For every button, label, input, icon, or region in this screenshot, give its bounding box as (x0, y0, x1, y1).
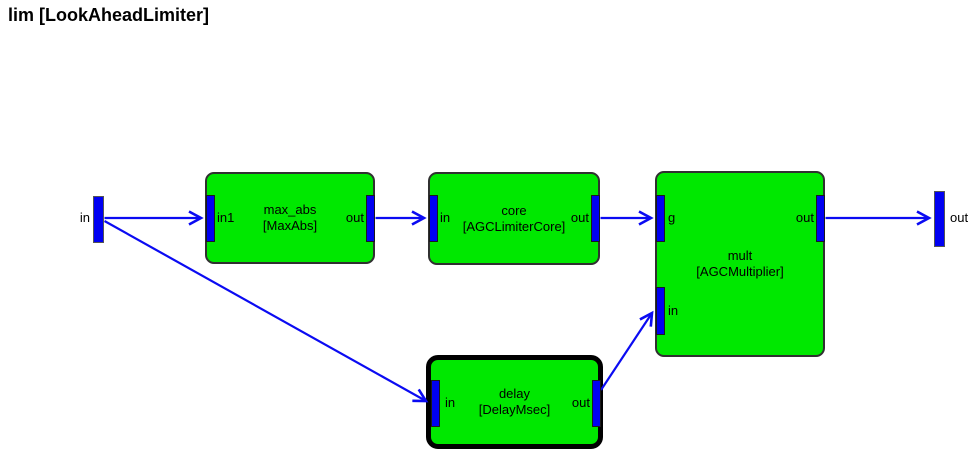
block-max_abs-name: max_abs (263, 202, 317, 217)
block-core-name: core (501, 202, 527, 218)
port-max_abs-in1[interactable] (206, 195, 215, 242)
port-max_abs-out-label: out (345, 210, 364, 225)
wire-in-to-delay-in[interactable] (103, 220, 429, 403)
port-core-out-label: out (570, 210, 589, 225)
port-delay-in-label: in (445, 395, 456, 410)
external-input-label: in (79, 210, 90, 225)
block-core-type: [AGCLimiterCore] (462, 218, 566, 234)
diagram-title: lim [LookAheadLimiter] (8, 5, 210, 25)
wire-delay-out-to-mult-in[interactable] (600, 310, 654, 391)
port-core-in[interactable] (429, 195, 438, 242)
block-max_abs-type: [MaxAbs] (262, 218, 318, 233)
external-output-port[interactable] (934, 191, 945, 247)
external-input-port[interactable] (93, 196, 104, 243)
port-delay-out[interactable] (592, 380, 601, 427)
block-mult-type: [AGCMultiplier] (696, 264, 784, 279)
port-mult-out[interactable] (816, 195, 825, 242)
port-mult-in[interactable] (656, 287, 665, 335)
port-mult-out-label: out (795, 210, 814, 225)
port-core-out[interactable] (591, 195, 600, 242)
port-max_abs-in1-label: in1 (217, 210, 235, 225)
block-delay[interactable]: delay [DelayMsec] (426, 355, 603, 449)
block-mult-name: mult (727, 248, 753, 263)
port-max_abs-out[interactable] (366, 195, 375, 242)
port-mult-g[interactable] (656, 195, 665, 242)
port-mult-in-label: in (668, 303, 679, 318)
block-mult[interactable]: mult [AGCMultiplier] (655, 171, 825, 357)
external-output-label: out (950, 210, 969, 225)
port-core-in-label: in (440, 210, 451, 225)
port-delay-out-label: out (571, 395, 590, 410)
block-delay-name: delay (498, 386, 531, 401)
block-delay-type: [DelayMsec] (478, 402, 551, 417)
port-mult-g-label: g (668, 210, 676, 225)
port-delay-in[interactable] (431, 380, 440, 427)
